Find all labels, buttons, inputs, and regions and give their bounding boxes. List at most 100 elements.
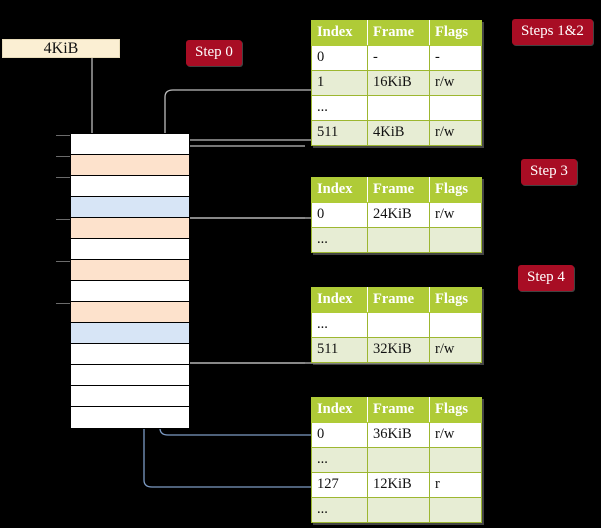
table-cell: 12KiB: [367, 472, 430, 498]
table-cell: [367, 227, 430, 253]
steps-1-2-badge[interactable]: Steps 1&2: [512, 19, 593, 45]
step-3-badge[interactable]: Step 3: [521, 159, 577, 185]
table-column-header: Frame: [367, 20, 430, 46]
table-column-header: Flags: [429, 397, 482, 423]
step-3-label: Step 3: [530, 163, 568, 179]
table-column-header: Frame: [367, 177, 430, 203]
table-cell: 0: [311, 422, 368, 448]
table-cell: 0: [311, 202, 368, 228]
table-cell: 16KiB: [367, 70, 430, 96]
memory-frame-row: [71, 365, 189, 386]
table-cell: ...: [311, 447, 368, 473]
step-4-badge[interactable]: Step 4: [518, 265, 574, 291]
memory-frame-row: [71, 197, 189, 218]
table-cell: [367, 95, 430, 121]
table-cell: ...: [311, 497, 368, 523]
table-row[interactable]: ...: [311, 312, 482, 338]
table-cell: 4KiB: [367, 120, 430, 146]
table-cell: 127: [311, 472, 368, 498]
table-column-header: Frame: [367, 397, 430, 423]
memory-frame-row: [71, 176, 189, 197]
table-cell: r/w: [429, 202, 482, 228]
table-cell: [429, 95, 482, 121]
memory-tick-3: [56, 219, 70, 220]
table-cell: ...: [311, 312, 368, 338]
table-column-header: Index: [311, 397, 368, 423]
table-cell: [429, 447, 482, 473]
table-cell: -: [367, 45, 430, 71]
table-row[interactable]: ...: [311, 227, 482, 253]
physical-memory-column: [70, 133, 190, 429]
table-row[interactable]: 0--: [311, 45, 482, 71]
table-cell: [367, 497, 430, 523]
size-label-text: 4KiB: [43, 39, 79, 57]
table-cell: 1: [311, 70, 368, 96]
step-0-badge[interactable]: Step 0: [186, 40, 242, 66]
table-cell: r: [429, 472, 482, 498]
table-cell: [367, 447, 430, 473]
table-column-header: Flags: [429, 287, 482, 313]
table-cell: 511: [311, 337, 368, 363]
table-column-header: Frame: [367, 287, 430, 313]
table-cell: ...: [311, 227, 368, 253]
memory-frame-row: [71, 134, 189, 155]
table-row[interactable]: ...: [311, 497, 482, 523]
table-cell: r/w: [429, 70, 482, 96]
table-cell: 511: [311, 120, 368, 146]
step-0-label: Step 0: [195, 44, 233, 60]
table-cell: 24KiB: [367, 202, 430, 228]
memory-tick-1: [56, 156, 70, 157]
table-cell: [429, 497, 482, 523]
memory-frame-row: [71, 155, 189, 176]
table-cell: -: [429, 45, 482, 71]
memory-frame-row: [71, 302, 189, 323]
table-column-header: Flags: [429, 20, 482, 46]
memory-tick-0: [56, 135, 70, 136]
table-cell: r/w: [429, 422, 482, 448]
table-cell: ...: [311, 95, 368, 121]
memory-frame-row: [71, 407, 189, 428]
memory-frame-row: [71, 218, 189, 239]
size-label-box: 4KiB: [2, 39, 120, 58]
table-column-header: Index: [311, 287, 368, 313]
table-cell: 0: [311, 45, 368, 71]
table-row[interactable]: ...: [311, 447, 482, 473]
table-cell: r/w: [429, 337, 482, 363]
memory-frame-row: [71, 323, 189, 344]
step-4-label: Step 4: [527, 269, 565, 285]
table-cell: [429, 227, 482, 253]
memory-frame-row: [71, 239, 189, 260]
steps-1-2-label: Steps 1&2: [521, 23, 584, 39]
table-cell: 36KiB: [367, 422, 430, 448]
table-row[interactable]: ...: [311, 95, 482, 121]
memory-frame-row: [71, 281, 189, 302]
memory-tick-2: [56, 177, 70, 178]
memory-frame-row: [71, 344, 189, 365]
memory-frame-row: [71, 386, 189, 407]
memory-tick-4: [56, 261, 70, 262]
table-column-header: Index: [311, 177, 368, 203]
table-cell: 32KiB: [367, 337, 430, 363]
table-cell: r/w: [429, 120, 482, 146]
table-column-header: Flags: [429, 177, 482, 203]
memory-frame-row: [71, 260, 189, 281]
